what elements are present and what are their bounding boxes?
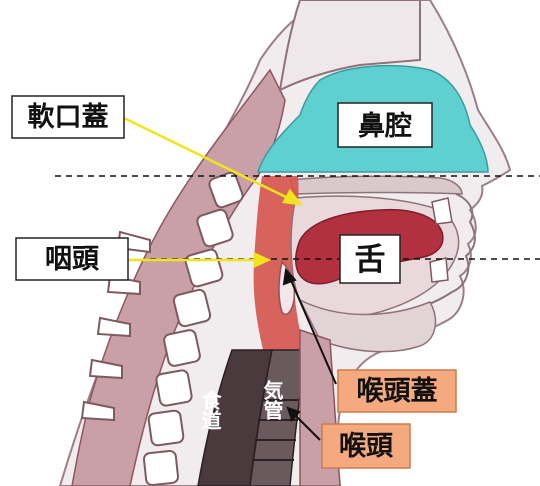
nasal-cavity-label: 鼻腔 bbox=[358, 111, 412, 142]
epiglottis-label-box bbox=[337, 369, 457, 413]
lips-chin bbox=[411, 193, 476, 311]
epiglottis-label: 喉頭蓋 bbox=[357, 376, 438, 407]
larynx-label: 喉頭 bbox=[339, 431, 394, 462]
pharynx-label-box bbox=[15, 237, 129, 281]
black-arrows bbox=[282, 267, 337, 441]
soft-palate-label: 軟口蓋 bbox=[28, 102, 109, 133]
soft-palate-label-box bbox=[11, 95, 125, 139]
trachea-label: 気管 bbox=[260, 379, 284, 421]
nasal-cavity-label-box bbox=[337, 102, 433, 148]
yellow-arrows bbox=[123, 116, 303, 268]
larynx-label-box bbox=[321, 423, 411, 469]
hard-palate bbox=[288, 175, 463, 195]
tongue-label: 舌 bbox=[355, 242, 386, 278]
mandible bbox=[298, 298, 437, 353]
tongue-label-box bbox=[339, 234, 401, 284]
esophagus-label: 食道 bbox=[198, 389, 222, 430]
skull-base bbox=[278, 0, 421, 92]
teeth bbox=[429, 197, 453, 283]
pharynx-label: 咽頭 bbox=[45, 244, 100, 275]
